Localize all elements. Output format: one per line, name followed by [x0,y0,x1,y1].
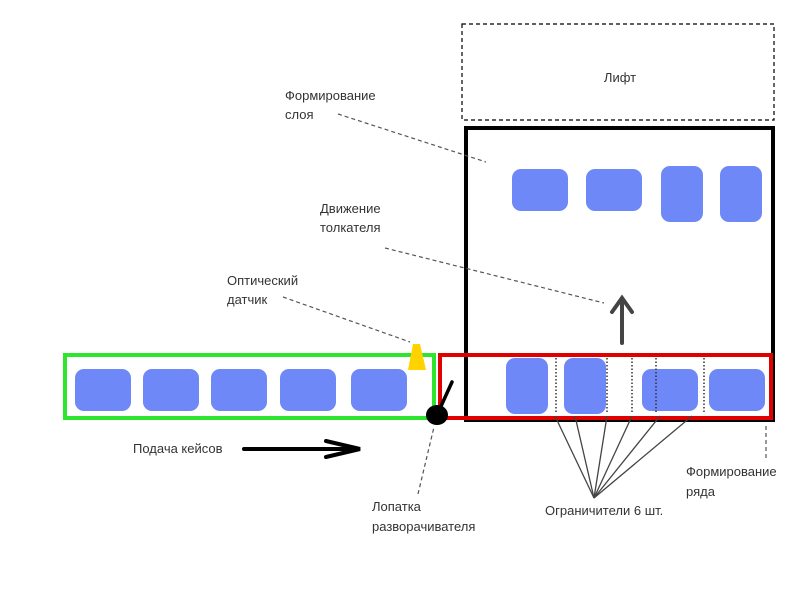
feed-zone-box [63,353,436,420]
rotator-paddle-label: Лопатка [372,499,422,514]
triangle-sensor-icon [408,344,426,370]
optical-sensor-label: датчик [227,292,268,307]
feed-case [351,369,407,411]
layer-case [586,169,642,211]
leader-pusher [384,247,605,304]
pusher-movement-label: Движение [320,201,381,216]
feed-case [143,369,199,411]
case-feed-label: Подача кейсов [133,441,223,456]
row-formation-box [438,353,773,420]
lift-box [461,23,775,121]
row-case [709,369,765,411]
up-arrow-icon [610,294,634,345]
layer-case [661,166,703,222]
feed-case [280,369,336,411]
pivot-dot-icon [426,405,448,425]
pusher-movement-label: толкателя [320,220,381,235]
feed-case [211,369,267,411]
optical-sensor-label: Оптический [227,273,298,288]
right-arrow-icon [242,439,361,459]
layer-formation-label: слоя [285,107,314,122]
rotator-paddle-label: разворачивателя [372,519,475,534]
row-formation-label: ряда [686,484,716,499]
feed-case [75,369,131,411]
leader-sensor [282,296,411,343]
row-case [642,369,698,411]
lift-label: Лифт [604,70,636,85]
row-case [506,358,548,414]
limiters [555,358,705,414]
layer-case [720,166,762,222]
limiter-pointers [554,415,693,499]
limiters-label: Ограничители 6 шт. [545,503,663,518]
leader-layer-formation [337,113,487,163]
layer-formation-label: Формирование [285,88,376,103]
leader-lines [282,113,767,495]
row-formation-label: Формирование [686,464,777,479]
layer-case [512,169,568,211]
leader-paddle [417,426,435,495]
row-case [564,358,606,414]
